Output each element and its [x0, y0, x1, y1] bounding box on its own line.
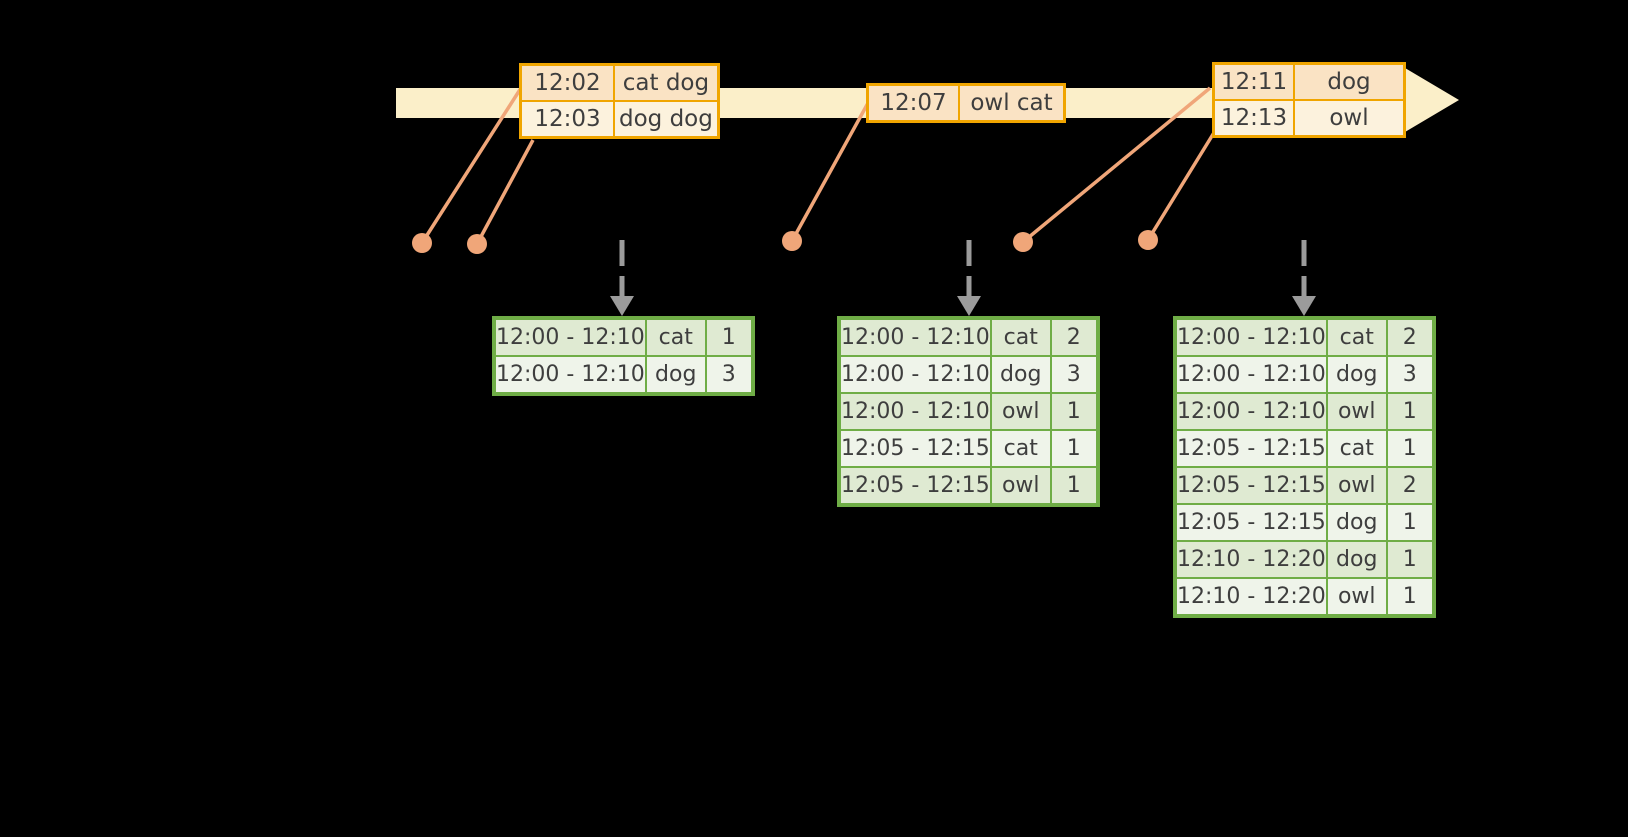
event-dot-icon — [782, 231, 802, 251]
window-cell: 12:00 - 12:10 — [1174, 392, 1328, 431]
count-cell: 1 — [1385, 540, 1435, 579]
count-cell: 2 — [1049, 317, 1099, 357]
connector-line — [1021, 86, 1212, 244]
window-cell: 12:00 - 12:10 — [1174, 317, 1328, 357]
window-cell: 12:05 - 12:15 — [838, 466, 992, 506]
count-cell: 3 — [1385, 355, 1435, 394]
word-cell: dog — [989, 355, 1052, 394]
timeline-arrowhead-icon — [1405, 68, 1459, 132]
count-cell: 1 — [1385, 392, 1435, 431]
window-cell: 12:05 - 12:15 — [1174, 503, 1328, 542]
event-dot-icon — [412, 233, 432, 253]
event-connector-lines — [420, 86, 1217, 245]
window-cell: 12:00 - 12:10 — [838, 317, 992, 357]
window-cell: 12:10 - 12:20 — [1174, 540, 1328, 579]
trigger-arrowhead-icon — [1292, 296, 1316, 316]
event-time-cell: 12:11 — [1212, 62, 1295, 101]
connector-line — [790, 102, 870, 242]
word-cell: owl — [989, 392, 1052, 431]
count-cell: 1 — [1049, 466, 1099, 506]
event-words-cell: cat dog — [612, 63, 720, 102]
window-cell: 12:00 - 12:10 — [493, 317, 647, 357]
event-words-cell: owl — [1293, 99, 1406, 138]
window-cell: 12:05 - 12:15 — [1174, 429, 1328, 468]
word-cell: cat — [989, 429, 1052, 468]
connector-line — [420, 87, 523, 244]
count-cell: 1 — [1385, 503, 1435, 542]
count-cell: 3 — [704, 355, 754, 395]
word-cell: owl — [1325, 577, 1388, 617]
window-cell: 12:00 - 12:10 — [1174, 355, 1328, 394]
event-dot-icon — [1138, 230, 1158, 250]
trigger-arrowhead-icon — [610, 296, 634, 316]
word-cell: dog — [1325, 355, 1388, 394]
word-cell: owl — [1325, 466, 1388, 505]
word-cell: dog — [1325, 540, 1388, 579]
word-cell: cat — [644, 317, 707, 357]
connector-line — [1146, 130, 1217, 241]
event-words-cell: dog — [1293, 62, 1406, 101]
window-cell: 12:00 - 12:10 — [838, 355, 992, 394]
window-cell: 12:05 - 12:15 — [1174, 466, 1328, 505]
window-cell: 12:00 - 12:10 — [838, 392, 992, 431]
trigger-arrows — [610, 240, 1316, 316]
count-cell: 1 — [1049, 429, 1099, 468]
word-cell: owl — [989, 466, 1052, 506]
word-cell: cat — [1325, 317, 1388, 357]
count-cell: 1 — [1385, 429, 1435, 468]
event-time-cell: 12:13 — [1212, 99, 1295, 138]
count-cell: 2 — [1385, 317, 1435, 357]
word-cell: cat — [989, 317, 1052, 357]
count-cell: 1 — [1385, 577, 1435, 617]
count-cell: 3 — [1049, 355, 1099, 394]
event-time-dots — [412, 230, 1158, 254]
word-cell: cat — [1325, 429, 1388, 468]
trigger-arrowhead-icon — [957, 296, 981, 316]
word-cell: dog — [1325, 503, 1388, 542]
event-time-cell: 12:07 — [866, 83, 960, 123]
count-cell: 1 — [1049, 392, 1099, 431]
word-cell: owl — [1325, 392, 1388, 431]
window-cell: 12:05 - 12:15 — [838, 429, 992, 468]
event-dot-icon — [1013, 232, 1033, 252]
count-cell: 2 — [1385, 466, 1435, 505]
event-words-cell: dog dog — [612, 100, 720, 139]
window-cell: 12:10 - 12:20 — [1174, 577, 1328, 617]
word-cell: dog — [644, 355, 707, 395]
window-cell: 12:00 - 12:10 — [493, 355, 647, 395]
event-time-cell: 12:03 — [519, 100, 615, 139]
event-words-cell: owl cat — [958, 83, 1066, 123]
count-cell: 1 — [704, 317, 754, 357]
connector-line — [475, 139, 535, 245]
event-time-cell: 12:02 — [519, 63, 615, 102]
event-dot-icon — [467, 234, 487, 254]
